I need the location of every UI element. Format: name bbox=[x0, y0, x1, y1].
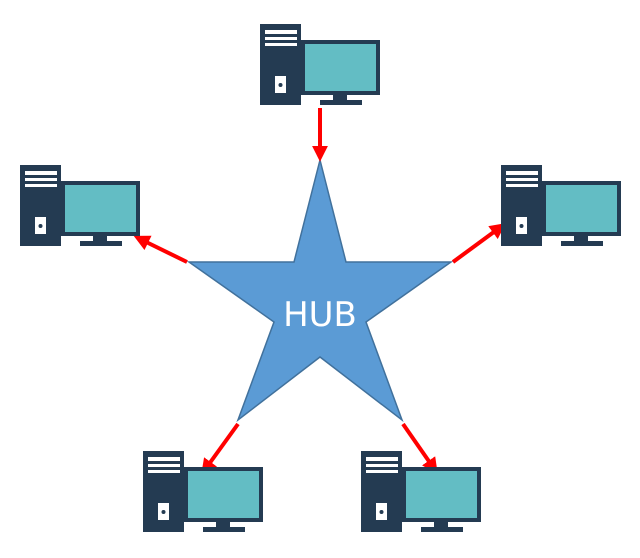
desktop-computer-icon bbox=[501, 165, 621, 246]
computer-left bbox=[20, 165, 140, 246]
link-hub-to-bottom-right bbox=[401, 422, 438, 474]
desktop-computer-icon bbox=[260, 24, 380, 105]
computer-bottom-right bbox=[361, 451, 481, 532]
desktop-computer-icon bbox=[361, 451, 481, 532]
link-hub-to-bottom-left bbox=[201, 422, 240, 475]
hub-star-shape bbox=[186, 159, 454, 423]
link-hub-to-left bbox=[133, 235, 188, 264]
connections bbox=[133, 108, 506, 475]
computer-bottom-left bbox=[143, 451, 263, 532]
computer-top bbox=[260, 24, 380, 105]
computer-right bbox=[501, 165, 621, 246]
hub-label: HUB bbox=[283, 295, 357, 335]
desktop-computer-icon bbox=[20, 165, 140, 246]
desktop-computer-icon bbox=[143, 451, 263, 532]
hub-node: HUB bbox=[186, 159, 454, 423]
link-hub-to-right bbox=[451, 223, 506, 264]
